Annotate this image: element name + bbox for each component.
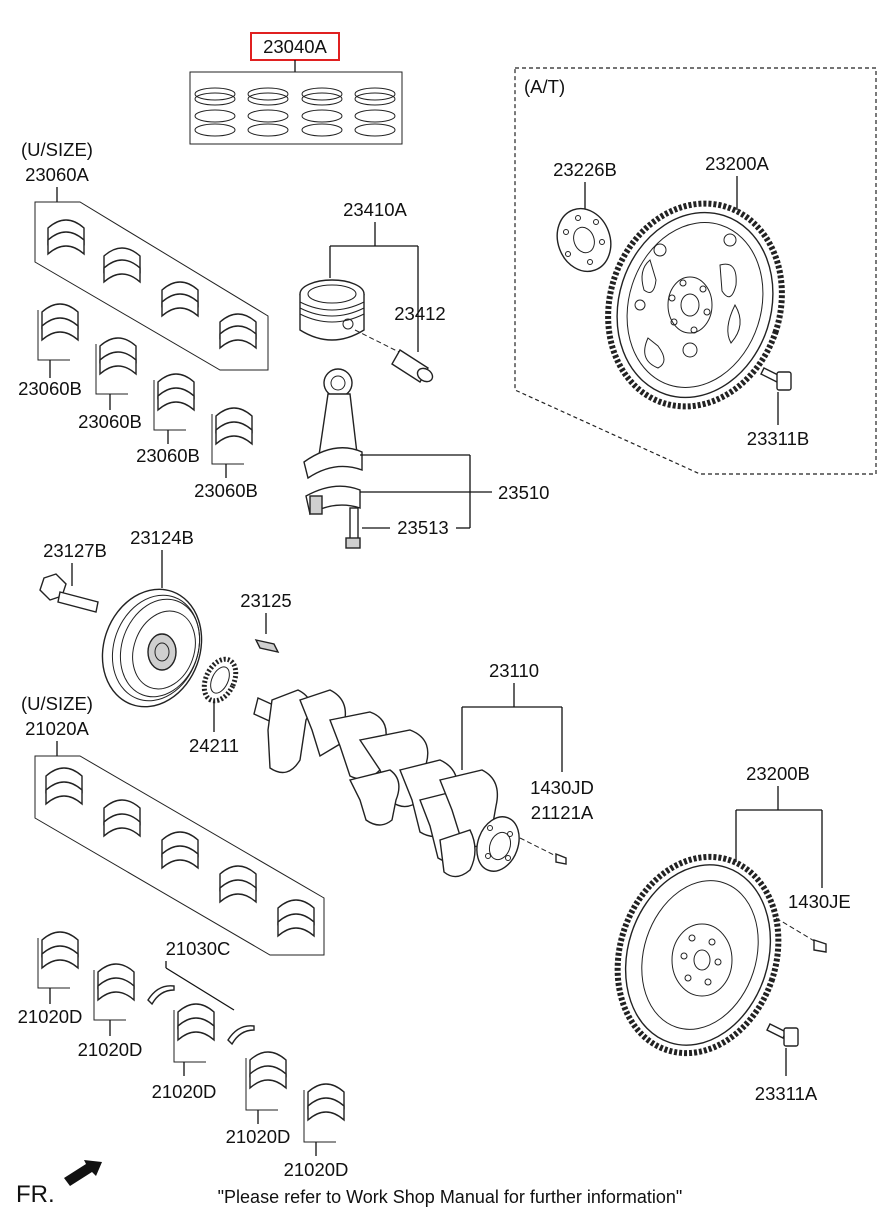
bearing-shell-a2 <box>103 247 141 284</box>
label-1430JD[interactable]: 1430JD <box>530 777 594 798</box>
label-usize-top: (U/SIZE) <box>21 139 93 160</box>
label-23060A[interactable]: 23060A <box>25 164 89 185</box>
part-21020D-bearing-4[interactable]: 21020D <box>226 1051 291 1147</box>
label-23125[interactable]: 23125 <box>240 590 291 611</box>
label-23127B[interactable]: 23127B <box>43 540 107 561</box>
label-23510[interactable]: 23510 <box>498 482 549 503</box>
part-23226B-plate[interactable]: 23226B <box>549 159 620 279</box>
part-21121A-dowel[interactable]: 21121A <box>519 802 594 865</box>
part-23410A-piston[interactable]: 23410A <box>299 199 419 352</box>
part-21020A-main-bearing-set[interactable]: (U/SIZE) 21020A <box>21 693 325 956</box>
part-23060B-bearing-2[interactable]: 23060B <box>78 337 142 432</box>
label-at: (A/T) <box>524 76 565 97</box>
crankshaft-body <box>253 689 520 878</box>
part-23127B-pulley-bolt[interactable]: 23127B <box>39 540 107 613</box>
label-23040A[interactable]: 23040A <box>263 36 327 57</box>
ring-set-1 <box>194 87 236 137</box>
part-21020D-bearing-2[interactable]: 21020D <box>78 963 143 1060</box>
part-23040A-piston-rings[interactable]: 23040A <box>189 32 403 145</box>
part-23124B-damper-pulley[interactable]: 23124B <box>86 527 217 721</box>
rings-box <box>189 71 403 145</box>
label-21020D-3[interactable]: 21020D <box>152 1081 217 1102</box>
part-23311A-bolt[interactable]: 23311A <box>755 1023 818 1104</box>
main-bearing-a4 <box>219 865 257 904</box>
part-1430JE-pin[interactable]: 1430JE <box>775 891 851 953</box>
label-23200B[interactable]: 23200B <box>746 763 810 784</box>
part-21030C-thrust-washers[interactable]: 21030C <box>147 938 255 1046</box>
label-23060B-1[interactable]: 23060B <box>18 378 82 399</box>
part-23200A-drive-plate[interactable]: 23200A <box>582 153 807 429</box>
label-23226B[interactable]: 23226B <box>553 159 617 180</box>
part-23412-piston-pin[interactable]: 23412 <box>354 303 446 384</box>
part-21020D-bearing-5[interactable]: 21020D <box>284 1083 349 1180</box>
ring-set-2 <box>247 87 289 137</box>
label-24211[interactable]: 24211 <box>189 735 239 756</box>
label-23110[interactable]: 23110 <box>489 660 539 681</box>
label-23412[interactable]: 23412 <box>394 303 445 324</box>
ring-set-3 <box>301 87 343 137</box>
bearing-shell-a4 <box>219 313 257 350</box>
label-23060B-2[interactable]: 23060B <box>78 411 142 432</box>
label-21121A[interactable]: 21121A <box>531 802 594 823</box>
part-23125-key[interactable]: 23125 <box>240 590 292 654</box>
part-connecting-rod <box>303 368 363 516</box>
front-direction-indicator: FR. <box>16 1160 102 1208</box>
part-23311B-bolt[interactable]: 23311B <box>747 367 809 449</box>
label-21020D-5[interactable]: 21020D <box>284 1159 349 1180</box>
front-arrow-icon <box>64 1160 102 1186</box>
label-23060B-3[interactable]: 23060B <box>136 445 200 466</box>
part-23513-rod-bolt[interactable]: 23513 <box>345 507 470 549</box>
label-21020D-2[interactable]: 21020D <box>78 1039 143 1060</box>
bearing-set-box <box>34 201 269 371</box>
label-21030C[interactable]: 21030C <box>166 938 231 959</box>
part-23200B-flywheel[interactable]: 23200B <box>593 763 823 1074</box>
ring-set-4 <box>354 87 396 137</box>
part-23060B-bearing-3[interactable]: 23060B <box>136 373 200 466</box>
part-21020D-bearing-3[interactable]: 21020D <box>152 1003 217 1102</box>
part-21020D-bearing-1[interactable]: 21020D <box>18 931 83 1027</box>
label-21020D-4[interactable]: 21020D <box>226 1126 291 1147</box>
bearing-shell-a3 <box>161 281 199 318</box>
label-23410A[interactable]: 23410A <box>343 199 407 220</box>
label-23200A[interactable]: 23200A <box>705 153 769 174</box>
label-23311B[interactable]: 23311B <box>747 428 809 449</box>
main-bearing-a3 <box>161 831 199 870</box>
part-23110-crankshaft[interactable]: 23110 <box>253 660 563 878</box>
label-23513[interactable]: 23513 <box>397 517 448 538</box>
part-23510-rod-assembly[interactable]: 23510 <box>360 454 549 528</box>
bearing-shell-a1 <box>47 219 85 256</box>
main-bearing-set-box <box>34 755 325 956</box>
part-23060A-bearing-set[interactable]: (U/SIZE) 23060A <box>21 139 269 371</box>
label-usize-bottom: (U/SIZE) <box>21 693 93 714</box>
at-dashed-boundary <box>514 67 877 475</box>
footer-note: "Please refer to Work Shop Manual for fu… <box>218 1187 683 1207</box>
label-21020D-1[interactable]: 21020D <box>18 1006 83 1027</box>
main-bearing-a5 <box>277 899 315 938</box>
label-1430JE[interactable]: 1430JE <box>788 891 851 912</box>
part-1430JD-pin[interactable]: 1430JD <box>530 777 594 798</box>
part-24211-sprocket[interactable]: 24211 <box>189 654 242 756</box>
part-23060B-bearing-4[interactable]: 23060B <box>194 407 258 501</box>
main-bearing-a2 <box>103 799 141 838</box>
label-23060B-4[interactable]: 23060B <box>194 480 258 501</box>
fr-label: FR. <box>16 1181 55 1208</box>
part-23060B-bearing-1[interactable]: 23060B <box>18 303 82 399</box>
label-23124B[interactable]: 23124B <box>130 527 194 548</box>
label-23311A[interactable]: 23311A <box>755 1083 818 1104</box>
label-21020A[interactable]: 21020A <box>25 718 89 739</box>
at-region: (A/T) <box>514 67 877 475</box>
main-bearing-a1 <box>45 767 83 806</box>
